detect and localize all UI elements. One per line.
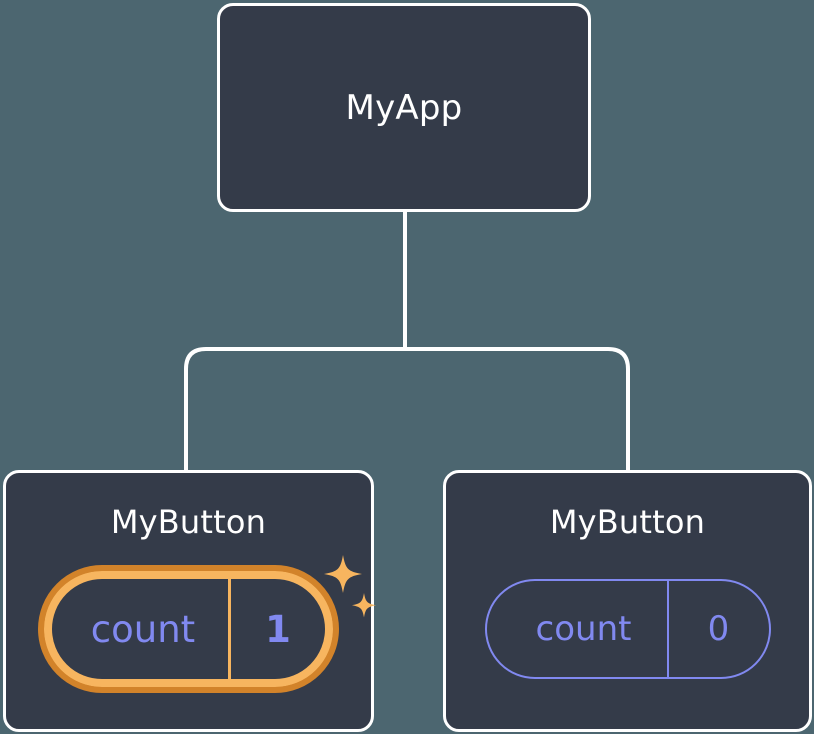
state-value-right: 0: [666, 581, 769, 677]
state-pill-left[interactable]: count 1: [38, 565, 339, 693]
connector-branch-bus: [184, 347, 630, 470]
node-child-right-mybutton[interactable]: MyButton count 0: [443, 470, 812, 732]
sparkle-small-icon: [352, 593, 376, 618]
sparkle-large-icon: [324, 555, 362, 593]
state-key-right: count: [535, 609, 632, 649]
node-child-left-title: MyButton: [110, 503, 267, 541]
node-root-myapp[interactable]: MyApp: [217, 3, 591, 212]
node-root-title: MyApp: [345, 87, 463, 128]
node-child-right-title: MyButton: [549, 503, 706, 541]
state-value-left: 1: [228, 579, 325, 679]
state-pill-wrapper-right: count 0: [484, 579, 771, 679]
state-pill-left-inner-ring: count 1: [44, 571, 333, 687]
state-pill-wrapper-left: count 1: [38, 555, 376, 693]
node-child-left-mybutton[interactable]: MyButton count 1: [3, 470, 376, 732]
state-pill-right[interactable]: count 0: [484, 579, 771, 679]
state-key-left: count: [90, 607, 196, 651]
